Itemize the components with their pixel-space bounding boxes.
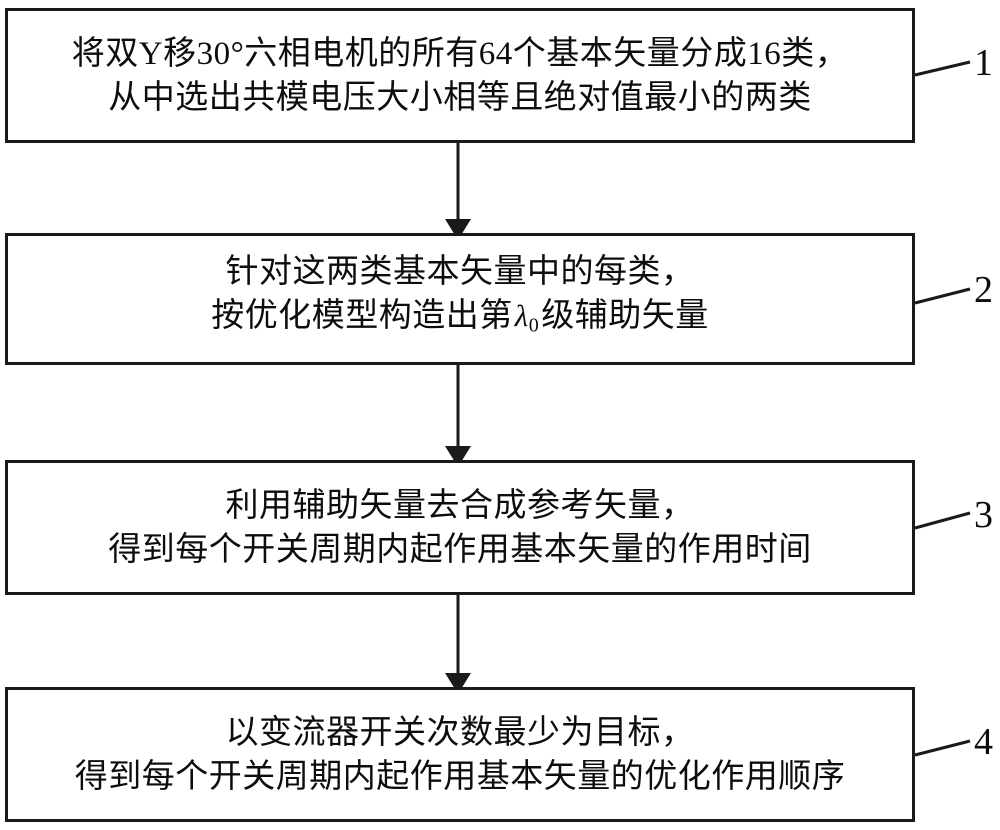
leader-line-2	[914, 287, 971, 305]
flow-step-4-line-2: 得到每个开关周期内起作用基本矢量的优化作用顺序	[74, 758, 846, 795]
step-number-1: 1	[974, 42, 993, 84]
lambda-symbol: λ0	[513, 298, 541, 337]
flow-step-box-2: 针对这两类基本矢量中的每类， 按优化模型构造出第λ0级辅助矢量	[5, 233, 915, 365]
step-number-3: 3	[974, 494, 993, 536]
flow-step-1-line-1: 将双Y移30°六相电机的所有64个基本矢量分成16类，	[71, 35, 849, 72]
leader-line-1	[914, 60, 971, 77]
connector-2-to-3	[445, 365, 471, 467]
leader-line-3	[914, 511, 971, 530]
flow-step-2-line-2-suffix: 级辅助矢量	[541, 298, 709, 335]
flow-step-box-3: 利用辅助矢量去合成参考矢量， 得到每个开关周期内起作用基本矢量的作用时间	[5, 460, 915, 595]
step-number-2: 2	[974, 269, 993, 311]
flow-step-3-line-1: 利用辅助矢量去合成参考矢量，	[225, 487, 695, 524]
flow-step-2-line-1: 针对这两类基本矢量中的每类，	[225, 254, 695, 291]
flow-step-box-1: 将双Y移30°六相电机的所有64个基本矢量分成16类， 从中选出共模电压大小相等…	[5, 8, 915, 143]
step-number-4: 4	[974, 721, 993, 763]
lambda-subscript: 0	[528, 314, 540, 337]
connector-3-to-4	[445, 595, 471, 694]
flow-step-box-4: 以变流器开关次数最少为目标， 得到每个开关周期内起作用基本矢量的优化作用顺序	[5, 687, 915, 822]
flow-step-4-line-1: 以变流器开关次数最少为目标，	[225, 714, 695, 751]
flow-step-2-line-2-prefix: 按优化模型构造出第	[211, 298, 513, 335]
flow-step-3-line-2: 得到每个开关周期内起作用基本矢量的作用时间	[108, 531, 812, 568]
flow-step-1-line-2: 从中选出共模电压大小相等且绝对值最小的两类	[108, 79, 812, 116]
leader-line-4	[914, 739, 971, 757]
connector-1-to-2	[445, 143, 471, 240]
lambda-glyph: λ	[514, 298, 529, 334]
flow-step-2-line-2: 按优化模型构造出第λ0级辅助矢量	[211, 294, 708, 348]
